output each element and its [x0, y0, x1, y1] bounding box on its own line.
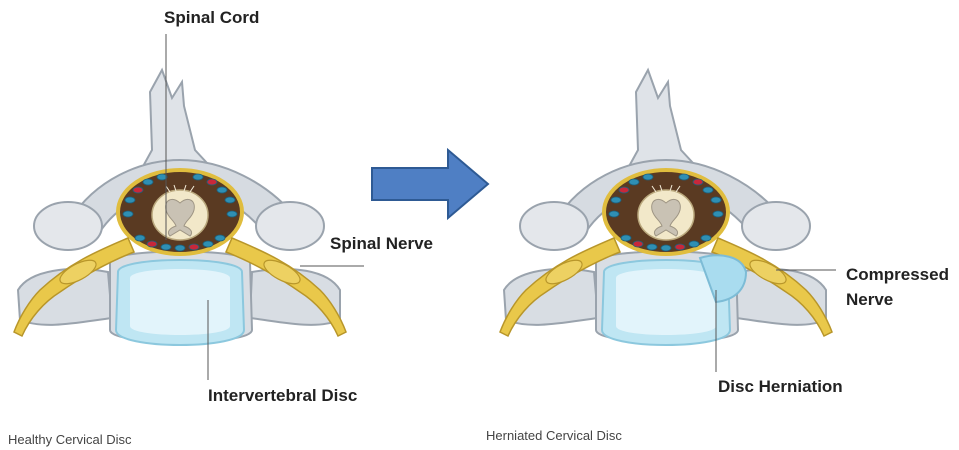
label-disc-herniation: Disc Herniation — [718, 377, 843, 397]
label-spinal-cord: Spinal Cord — [164, 8, 259, 28]
herniated-vertebra-illustration — [500, 70, 832, 345]
label-spinal-nerve: Spinal Nerve — [330, 234, 433, 254]
label-compressed-nerve-line2: Nerve — [846, 290, 893, 310]
healthy-vertebra-illustration — [14, 70, 346, 345]
label-intervertebral-disc: Intervertebral Disc — [208, 386, 357, 406]
progression-arrow — [372, 150, 488, 218]
caption-herniated: Herniated Cervical Disc — [486, 428, 622, 443]
caption-healthy: Healthy Cervical Disc — [8, 432, 132, 447]
label-compressed-nerve-line1: Compressed — [846, 265, 949, 285]
